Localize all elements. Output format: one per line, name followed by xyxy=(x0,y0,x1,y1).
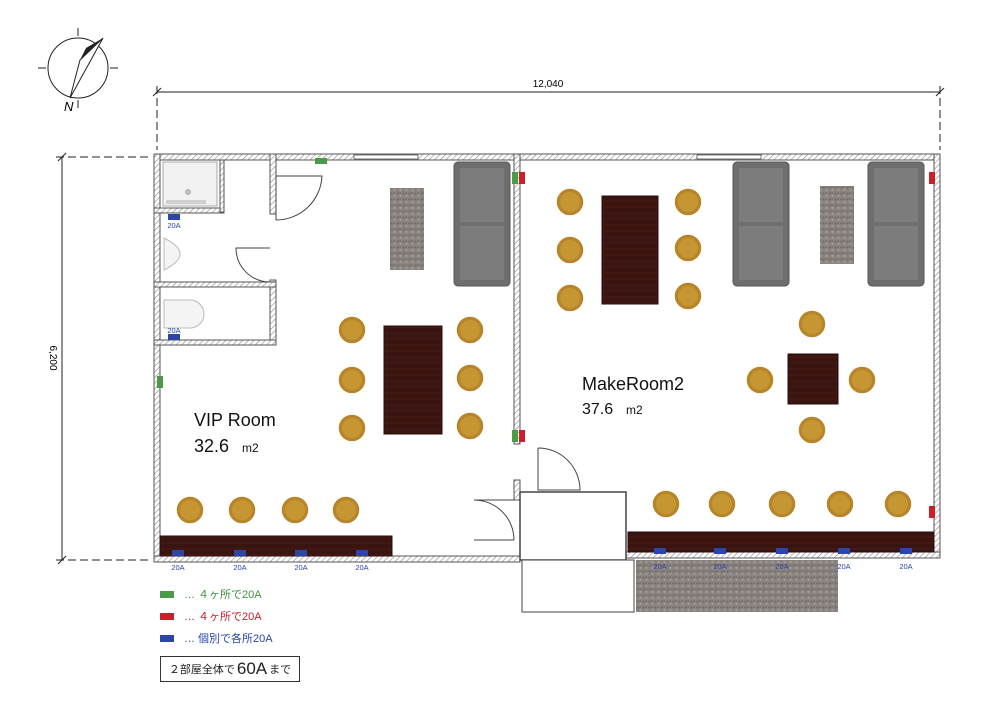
room-unit: m2 xyxy=(242,441,259,455)
tables xyxy=(159,195,935,557)
outlet-label: 20A xyxy=(775,562,788,571)
legend-item-blue: … 個別で各所20A xyxy=(160,630,273,646)
room-unit: m2 xyxy=(626,403,643,417)
outlet-label: 20A xyxy=(837,562,850,571)
room-label-vip: VIP Room 32.6 m2 xyxy=(194,410,276,456)
outlets-red xyxy=(519,172,935,518)
room-name: MakeRoom2 xyxy=(582,374,684,394)
room-label-makeroom2: MakeRoom2 37.6 m2 xyxy=(582,374,684,418)
legend-text: … ４ヶ所で20A xyxy=(184,589,262,601)
outlets-green xyxy=(157,158,518,442)
outlet-labels: 20A 20A 20A 20A 20A 20A 20A 20A 20A 20A … xyxy=(167,221,912,572)
walls xyxy=(153,153,941,613)
compass-label: N xyxy=(64,99,74,114)
room-name: VIP Room xyxy=(194,410,276,430)
legend-swatch xyxy=(160,612,174,620)
outlet-label: 20A xyxy=(899,562,912,571)
outlet-label: 20A xyxy=(233,563,246,572)
rug-vip xyxy=(390,188,424,270)
height-label: 6,200 xyxy=(47,345,58,370)
width-dimension xyxy=(152,86,945,150)
outlet-label: 20A xyxy=(355,563,368,572)
outlets-blue xyxy=(168,214,912,556)
entrance-mat xyxy=(636,560,838,612)
legend-text: … ４ヶ所で20A xyxy=(184,611,262,623)
outlet-label: 20A xyxy=(167,221,180,230)
legend-swatch xyxy=(160,590,174,598)
compass: N xyxy=(38,28,118,114)
room-area: 37.6 xyxy=(582,401,613,418)
note-amount: 60A xyxy=(236,659,268,678)
rug-makeroom xyxy=(820,186,854,264)
outlet-label: 20A xyxy=(713,562,726,571)
sofas xyxy=(453,161,925,287)
outlet-label: 20A xyxy=(167,326,180,335)
room-area: 32.6 xyxy=(194,436,229,456)
legend-text: … 個別で各所20A xyxy=(184,633,273,645)
capacity-note: ２部屋全体で 60A まで xyxy=(160,656,300,682)
outlet-label: 20A xyxy=(294,563,307,572)
legend-swatch xyxy=(160,634,174,642)
note-prefix: ２部屋全体で xyxy=(168,664,235,676)
outlet-label: 20A xyxy=(171,563,184,572)
legend-item-green: … ４ヶ所で20A xyxy=(160,586,262,602)
width-label: 12,040 xyxy=(533,79,564,90)
legend-item-red: … ４ヶ所で20A xyxy=(160,608,262,624)
doors xyxy=(235,175,581,541)
bathroom-fixtures xyxy=(162,161,218,329)
outlet-label: 20A xyxy=(653,562,666,571)
height-dimension xyxy=(56,152,150,565)
note-suffix: まで xyxy=(269,664,292,676)
